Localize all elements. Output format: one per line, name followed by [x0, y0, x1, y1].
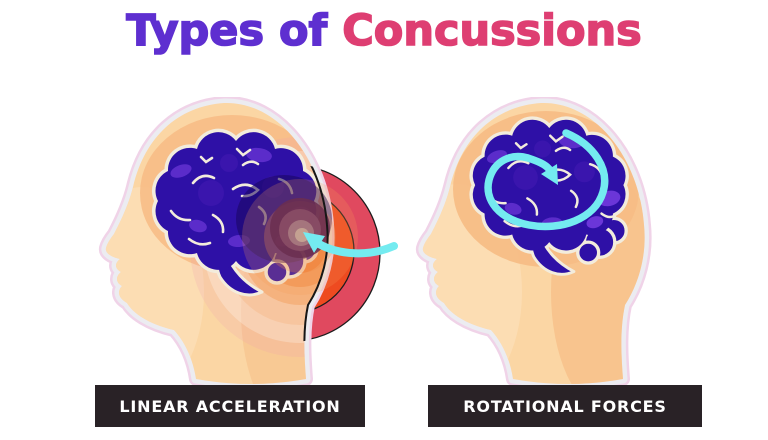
- brain-bruise: [236, 175, 358, 295]
- title-part-purple: Types of: [125, 5, 343, 57]
- caption-rotational-forces: ROTATIONAL FORCES: [428, 385, 702, 427]
- rotational-forces-head-illustration: [398, 97, 670, 389]
- title-part-pink: Concussions: [341, 5, 642, 57]
- impact-arrow-icon: [303, 232, 398, 258]
- rotation-arrow-icon: [484, 129, 609, 231]
- page-title: Types of Concussions: [0, 0, 768, 62]
- caption-linear-acceleration: LINEAR ACCELERATION: [95, 385, 365, 427]
- linear-acceleration-head-illustration: [84, 97, 398, 389]
